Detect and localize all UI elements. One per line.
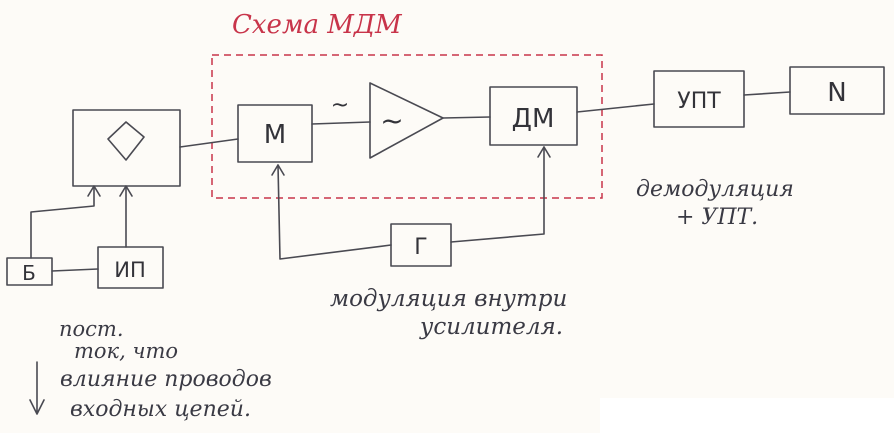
down-arrow-icon: [29, 361, 45, 415]
generator-block: Г: [390, 223, 452, 267]
note-demodulation-line1: демодуляция: [636, 177, 794, 202]
wire-amplifier-demodulator: [442, 116, 491, 119]
arrow-head-icon: [537, 146, 551, 158]
wire-generator-modulator: [277, 164, 392, 260]
battery-block: Б: [6, 257, 53, 286]
demodulator-block: ДМ: [489, 86, 578, 146]
wire-demodulator-dcamp: [576, 103, 655, 113]
note-modulation-line2: усилителя.: [419, 314, 563, 340]
note-dc-line2: ток, что: [74, 339, 178, 363]
arrow-head-icon: [119, 185, 133, 197]
power-supply-label: ИП: [114, 258, 146, 282]
amplifier-triangle-icon: [369, 82, 444, 159]
demodulator-label: ДМ: [512, 104, 555, 134]
dc-amplifier-block: УПТ: [653, 70, 745, 128]
ac-signal-label: ~: [331, 93, 349, 118]
wire-dcamp-indicator: [743, 91, 791, 96]
arrow-head-icon: [87, 185, 101, 197]
generator-label: Г: [414, 235, 427, 260]
note-influence-line2: входных цепей.: [70, 397, 251, 422]
arrow-head-icon: [271, 164, 285, 176]
battery-label: Б: [22, 261, 36, 285]
note-influence-line1: влияние проводов: [60, 367, 272, 392]
amplifier-block: ~: [369, 82, 444, 159]
wire-generator-demodulator: [450, 146, 545, 243]
wire-battery-supply: [51, 268, 99, 272]
wires: [30, 91, 791, 272]
diagram-title: Схема МДМ: [232, 10, 403, 40]
indicator-block: N: [789, 66, 885, 115]
wire-sensor-modulator: [179, 138, 239, 148]
sensor-block: [72, 109, 181, 187]
diamond-icon: [107, 121, 145, 161]
power-supply-block: ИП: [97, 246, 164, 289]
note-modulation-line1: модуляция внутри: [330, 286, 567, 312]
wire-modulator-amplifier: [311, 121, 371, 125]
wire-battery-sensor: [30, 186, 95, 259]
mdm-boundary: [211, 54, 603, 199]
modulator-label: М: [264, 120, 286, 150]
indicator-label: N: [827, 78, 846, 108]
modulator-block: М: [237, 104, 313, 163]
note-dc-line1: пост.: [59, 317, 124, 341]
amplifier-label: ~: [380, 104, 403, 137]
dc-amplifier-label: УПТ: [677, 89, 721, 114]
blank-corner: [600, 398, 894, 433]
note-demodulation-line2: + УПТ.: [676, 205, 758, 230]
